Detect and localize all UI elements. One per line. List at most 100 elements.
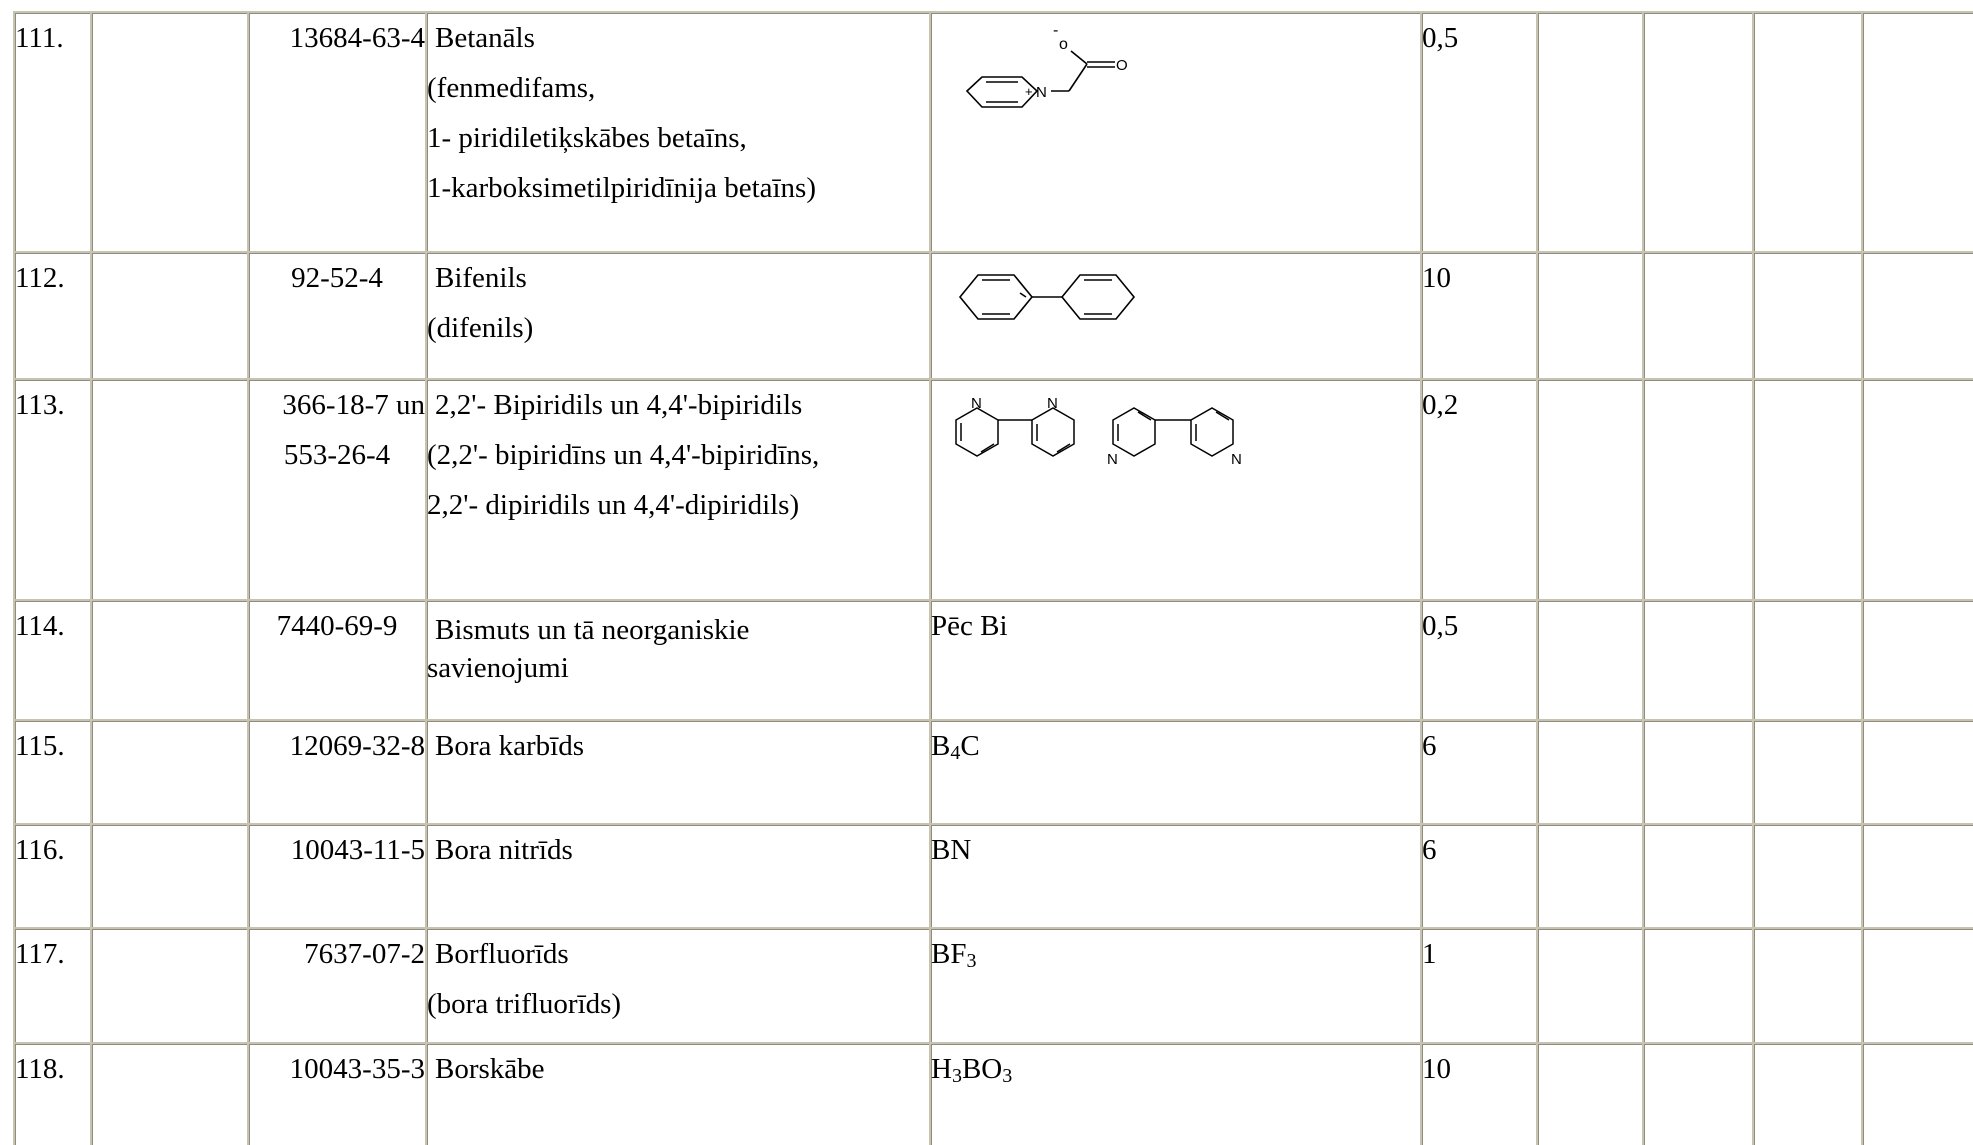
row-number: 114. xyxy=(15,601,92,721)
limit-value: 10 xyxy=(1422,253,1538,380)
empty-cell xyxy=(1538,13,1644,253)
substances-table: 111. 13684-63-4 Betanāls (fenmedifams, 1… xyxy=(13,11,1973,1145)
formula-cell: H3BO3 xyxy=(931,1044,1422,1145)
cas-number: 7440-69-9 xyxy=(249,601,427,721)
cas-number: 12069-32-8 xyxy=(249,721,427,825)
substance-name: Borskābe xyxy=(427,1044,931,1145)
struct-nitrogen: N xyxy=(1047,395,1058,412)
table-row: 117. 7637-07-2 Borfluorīds (bora trifluo… xyxy=(15,929,1973,1044)
empty-cell xyxy=(92,721,249,825)
table-row: 112. 92-52-4 Bifenils (difenils) 10 xyxy=(15,253,1973,380)
limit-value: 6 xyxy=(1422,825,1538,929)
limit-value: 0,5 xyxy=(1422,13,1538,253)
row-number: 111. xyxy=(15,13,92,253)
empty-cell xyxy=(92,825,249,929)
empty-cell xyxy=(1538,721,1644,825)
formula-subscript: 3 xyxy=(1002,1065,1013,1087)
empty-cell xyxy=(1754,253,1863,380)
substance-name: Bifenils (difenils) xyxy=(427,253,931,380)
empty-cell xyxy=(1863,380,1973,601)
substance-name: Bora karbīds xyxy=(427,721,931,825)
empty-cell xyxy=(92,929,249,1044)
bipyridyls-structure-image: N N N N xyxy=(955,395,1242,468)
cas-number: 366-18-7 un 553-26-4 xyxy=(249,380,427,601)
empty-cell xyxy=(92,13,249,253)
struct-nitrogen: N xyxy=(971,395,982,412)
empty-cell xyxy=(1863,601,1973,721)
betaine-structure-image: N + o - O xyxy=(965,22,1128,108)
formula-text: Pēc Bi xyxy=(931,610,1008,642)
cas-number: 13684-63-4 xyxy=(249,13,427,253)
struct-oxygen-2: O xyxy=(1116,57,1128,74)
table-row: 115. 12069-32-8 Bora karbīds B4C 6 xyxy=(15,721,1973,825)
row-number: 115. xyxy=(15,721,92,825)
empty-cell xyxy=(1754,825,1863,929)
struct-nitrogen: N xyxy=(1036,84,1047,101)
limit-value: 10 xyxy=(1422,1044,1538,1145)
formula-subscript: 3 xyxy=(966,950,977,972)
empty-cell xyxy=(1644,721,1754,825)
empty-cell xyxy=(1538,253,1644,380)
biphenyl-structure-image xyxy=(958,274,1136,320)
empty-cell xyxy=(1538,825,1644,929)
struct-minus: - xyxy=(1053,22,1058,39)
substance-name: 2,2'- Bipiridils un 4,4'-bipiridils (2,2… xyxy=(427,380,931,601)
empty-cell xyxy=(1644,601,1754,721)
limit-value: 0,2 xyxy=(1422,380,1538,601)
formula-subscript: 4 xyxy=(950,742,961,764)
formula-cell xyxy=(931,253,1422,380)
limit-value: 6 xyxy=(1422,721,1538,825)
row-number: 116. xyxy=(15,825,92,929)
formula-cell: B4C xyxy=(931,721,1422,825)
formula-cell: N + o - O xyxy=(931,13,1422,253)
empty-cell xyxy=(1538,1044,1644,1145)
formula-cell: N N N N xyxy=(931,380,1422,601)
row-number: 117. xyxy=(15,929,92,1044)
empty-cell xyxy=(1863,929,1973,1044)
empty-cell xyxy=(1754,929,1863,1044)
empty-cell xyxy=(1863,253,1973,380)
formula-cell: BF3 xyxy=(931,929,1422,1044)
formula-cell: BN xyxy=(931,825,1422,929)
empty-cell xyxy=(92,1044,249,1145)
empty-cell xyxy=(1754,601,1863,721)
formula-text: B xyxy=(931,730,951,762)
substance-name: Betanāls (fenmedifams, 1- piridiletiķskā… xyxy=(427,13,931,253)
struct-plus: + xyxy=(1025,84,1033,99)
empty-cell xyxy=(1754,380,1863,601)
table-row: 116. 10043-11-5 Bora nitrīds BN 6 xyxy=(15,825,1973,929)
table-row: 118. 10043-35-3 Borskābe H3BO3 10 xyxy=(15,1044,1973,1145)
substance-name: Bora nitrīds xyxy=(427,825,931,929)
table-row: 111. 13684-63-4 Betanāls (fenmedifams, 1… xyxy=(15,13,1973,253)
formula-text: BO xyxy=(961,1053,1003,1085)
table-row: 114. 7440-69-9 Bismuts un tā neorganiski… xyxy=(15,601,1973,721)
empty-cell xyxy=(1863,13,1973,253)
empty-cell xyxy=(92,601,249,721)
formula-text: H xyxy=(931,1053,952,1085)
formula-text: BN xyxy=(931,834,972,866)
row-number: 118. xyxy=(15,1044,92,1145)
formula-cell: Pēc Bi xyxy=(931,601,1422,721)
empty-cell xyxy=(92,253,249,380)
empty-cell xyxy=(1538,380,1644,601)
empty-cell xyxy=(1863,825,1973,929)
cas-number: 92-52-4 xyxy=(249,253,427,380)
empty-cell xyxy=(1644,1044,1754,1145)
limit-value: 1 xyxy=(1422,929,1538,1044)
document-frame: 111. 13684-63-4 Betanāls (fenmedifams, 1… xyxy=(13,11,1973,1145)
formula-text: BF xyxy=(931,938,967,970)
table-row: 113. 366-18-7 un 553-26-4 2,2'- Bipiridi… xyxy=(15,380,1973,601)
empty-cell xyxy=(1644,253,1754,380)
formula-subscript: 3 xyxy=(951,1065,962,1087)
struct-nitrogen: N xyxy=(1107,451,1118,468)
empty-cell xyxy=(1538,601,1644,721)
empty-cell xyxy=(1644,825,1754,929)
empty-cell xyxy=(1538,929,1644,1044)
row-number: 112. xyxy=(15,253,92,380)
cas-number: 7637-07-2 xyxy=(249,929,427,1044)
empty-cell xyxy=(1863,1044,1973,1145)
empty-cell xyxy=(1644,929,1754,1044)
cas-number: 10043-11-5 xyxy=(249,825,427,929)
struct-oxygen: o xyxy=(1059,36,1068,53)
substance-name: Bismuts un tā neorganiskie savienojumi xyxy=(427,601,931,721)
